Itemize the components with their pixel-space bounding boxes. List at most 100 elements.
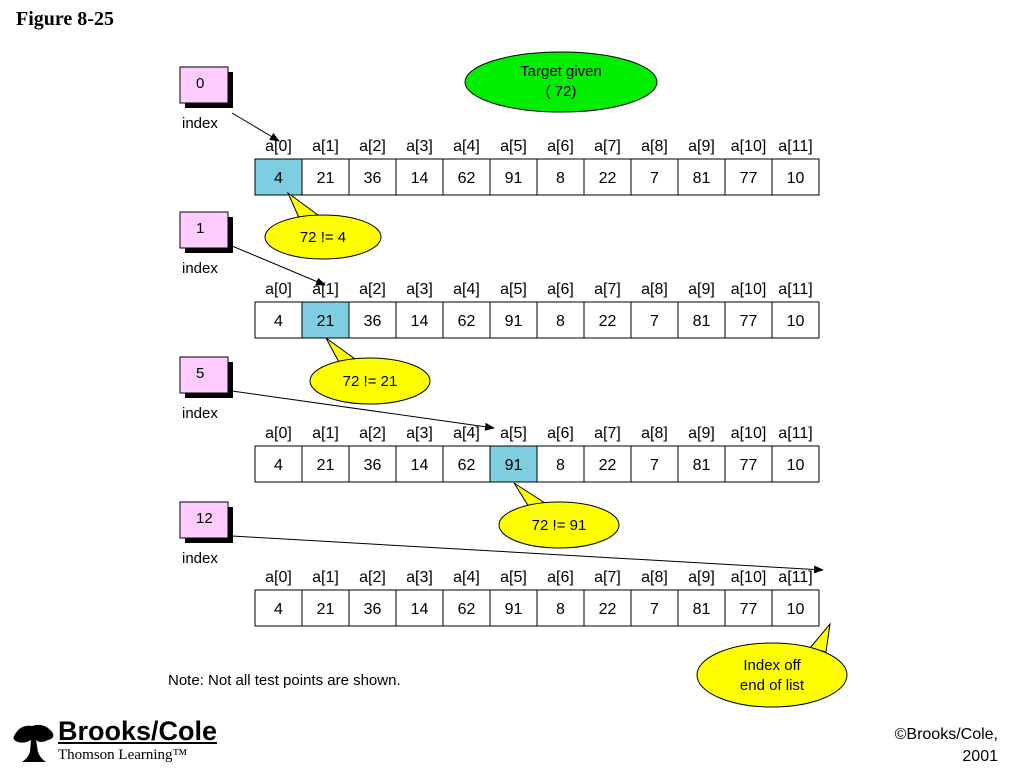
- callout-bubble: [498, 501, 620, 549]
- callout-seam: [807, 650, 829, 658]
- index-label: index: [182, 405, 218, 422]
- index-value: 0: [196, 75, 204, 92]
- array-cell: [724, 589, 773, 627]
- array-header: a[5]: [500, 138, 527, 155]
- index-label: index: [182, 115, 218, 132]
- array-value: 4: [274, 457, 283, 474]
- array-header: a[8]: [641, 138, 668, 155]
- array-header: a[4]: [453, 138, 480, 155]
- array-header: a[9]: [688, 138, 715, 155]
- array-value: 91: [505, 170, 523, 187]
- index-value: 5: [196, 365, 204, 382]
- array-cell: [771, 301, 820, 339]
- array-cell: [254, 158, 303, 196]
- index-value: 12: [196, 510, 213, 527]
- array-cell: [771, 589, 820, 627]
- array-value: 36: [364, 170, 382, 187]
- array-cell: [677, 445, 726, 483]
- array-value: 22: [599, 170, 617, 187]
- array-cell: [724, 158, 773, 196]
- array-header: a[4]: [453, 281, 480, 298]
- array-header: a[2]: [359, 138, 386, 155]
- array-value: 7: [650, 170, 659, 187]
- array-cell: [536, 589, 585, 627]
- array-cell: [442, 445, 491, 483]
- callout-seam: [297, 217, 321, 226]
- tree-icon: [13, 724, 54, 762]
- array-value: 22: [599, 601, 617, 618]
- search-step: 5indexa[0]a[1]a[2]a[3]a[4]a[5]a[6]a[7]a[…: [179, 356, 820, 549]
- array-value: 91: [505, 457, 523, 474]
- array-value: 10: [787, 457, 805, 474]
- search-step: 12indexa[0]a[1]a[2]a[3]a[4]a[5]a[6]a[7]a…: [179, 501, 848, 708]
- callout-text: 72 != 4: [300, 229, 346, 246]
- array-cell: [395, 158, 444, 196]
- callout-bubble: [696, 642, 848, 708]
- index-label: index: [182, 550, 218, 567]
- array-header: a[3]: [406, 425, 433, 442]
- array-cell: [771, 158, 820, 196]
- array-value: 91: [505, 313, 523, 330]
- array-cell: [489, 445, 538, 483]
- footnote: Note: Not all test points are shown.: [168, 672, 401, 689]
- array-value: 62: [458, 313, 476, 330]
- array-value: 81: [693, 601, 711, 618]
- array-value: 7: [650, 601, 659, 618]
- array-value: 62: [458, 457, 476, 474]
- array-cell: [536, 301, 585, 339]
- array-header: a[2]: [359, 569, 386, 586]
- copyright-line2: 2001: [962, 748, 998, 765]
- array-value: 14: [411, 170, 429, 187]
- array-header: a[1]: [312, 281, 339, 298]
- array-value: 8: [556, 170, 565, 187]
- array-value: 77: [740, 313, 758, 330]
- array-header: a[6]: [547, 569, 574, 586]
- array-header: a[10]: [731, 138, 767, 155]
- array-header: a[8]: [641, 425, 668, 442]
- array-value: 8: [556, 457, 565, 474]
- array-value: 22: [599, 313, 617, 330]
- array-cell: [254, 589, 303, 627]
- index-pointer-arrow: [231, 535, 824, 574]
- index-value: 1: [196, 220, 204, 237]
- array-value: 77: [740, 457, 758, 474]
- array-value: 21: [317, 170, 335, 187]
- array-header: a[11]: [778, 425, 812, 442]
- array-header: a[5]: [500, 281, 527, 298]
- array-header: a[9]: [688, 281, 715, 298]
- array-cell: [348, 445, 397, 483]
- array-header: a[4]: [453, 425, 480, 442]
- array-cell: [301, 158, 350, 196]
- array-header: a[5]: [500, 569, 527, 586]
- array-header: a[8]: [641, 569, 668, 586]
- array-cell: [724, 445, 773, 483]
- index-pointer-arrow: [231, 390, 495, 431]
- array-cell: [677, 158, 726, 196]
- callout-text: 72 != 91: [532, 517, 587, 534]
- array-value: 10: [787, 601, 805, 618]
- index-pointer-arrow: [231, 112, 280, 142]
- array-header: a[10]: [731, 425, 767, 442]
- array-value: 14: [411, 457, 429, 474]
- array-cell: [395, 445, 444, 483]
- array-value: 4: [274, 601, 283, 618]
- index-box: [179, 356, 229, 394]
- callout-bubble: [309, 357, 431, 405]
- array-header: a[1]: [312, 569, 339, 586]
- target-label-line2: ( 72): [546, 83, 577, 100]
- search-step: 0indexa[0]a[1]a[2]a[3]a[4]a[5]a[6]a[7]a[…: [179, 66, 820, 260]
- array-cell: [395, 589, 444, 627]
- array-header: a[2]: [359, 425, 386, 442]
- figure-title: Figure 8-25: [16, 8, 114, 30]
- array-header: a[0]: [265, 569, 292, 586]
- array-value: 36: [364, 457, 382, 474]
- search-step: 1indexa[0]a[1]a[2]a[3]a[4]a[5]a[6]a[7]a[…: [179, 211, 820, 405]
- copyright-line1: ©Brooks/Cole,: [894, 726, 998, 743]
- array-value: 36: [364, 601, 382, 618]
- array-value: 8: [556, 601, 565, 618]
- array-cell: [677, 301, 726, 339]
- array-header: a[11]: [778, 569, 812, 586]
- array-cell: [630, 158, 679, 196]
- array-header: a[5]: [500, 425, 527, 442]
